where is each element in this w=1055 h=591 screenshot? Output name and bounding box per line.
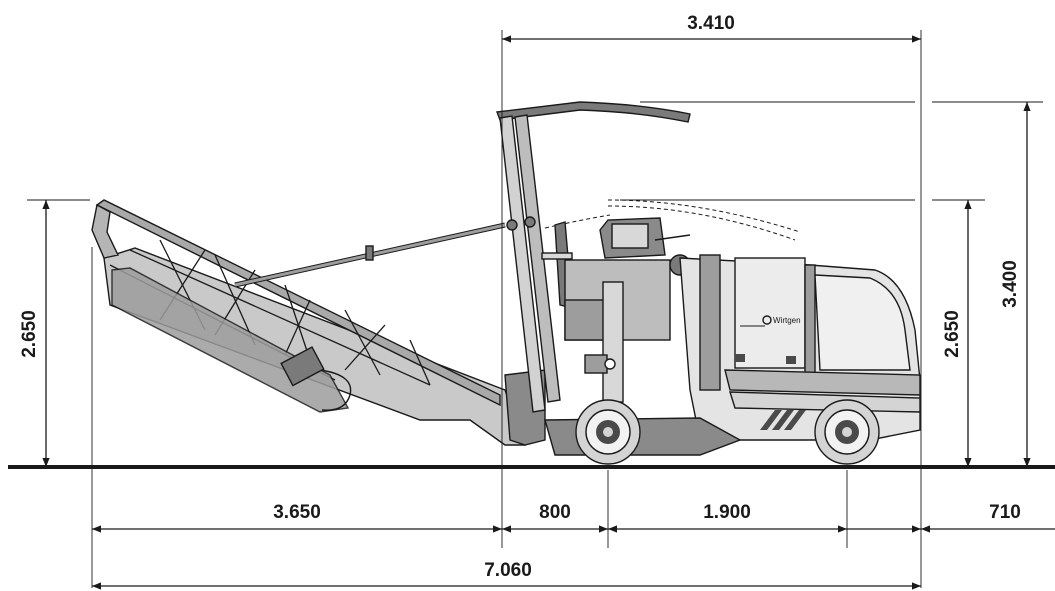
dimension-labels: 3.410 2.650 2.650 3.400 3.650 800 1.900 … <box>19 13 1021 581</box>
dim-overall-length: 7.060 <box>484 560 532 581</box>
wirtgen-logo: Wirtgen <box>740 315 801 327</box>
front-wheel <box>575 399 641 465</box>
svg-text:Wirtgen: Wirtgen <box>773 316 801 325</box>
dim-wheelbase: 1.900 <box>703 502 751 523</box>
dim-left-height: 2.650 <box>19 310 40 358</box>
dim-conveyor-length: 3.650 <box>273 502 321 523</box>
dim-right-height-low: 2.650 <box>942 310 963 358</box>
discharge-conveyor <box>91 199 546 446</box>
dimension-lines <box>42 35 1055 590</box>
dim-top-width: 3.410 <box>687 13 735 34</box>
dim-rear-overhang: 710 <box>989 502 1021 523</box>
rear-wheel <box>814 399 880 465</box>
operator-platform <box>541 217 691 403</box>
dim-front-overhang: 800 <box>539 502 571 523</box>
dim-right-height-high: 3.400 <box>1000 260 1021 308</box>
extension-lines <box>27 30 1043 588</box>
canopy <box>496 101 801 413</box>
